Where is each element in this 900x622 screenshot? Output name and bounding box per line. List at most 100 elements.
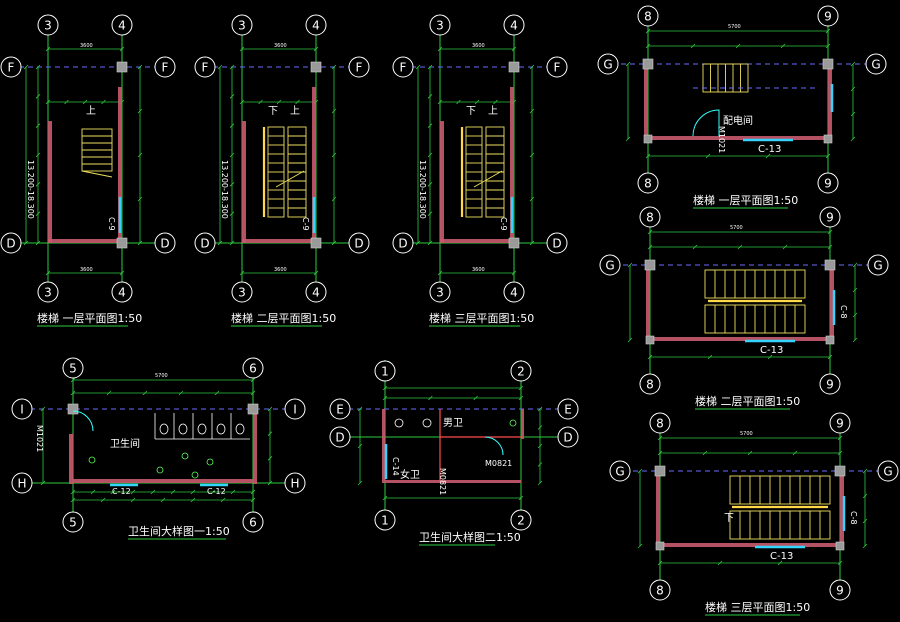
axis-bubble-8: 8 <box>637 5 659 27</box>
axis-bubble-F: F <box>0 56 22 78</box>
drawing-title: 楼梯 一层平面图1:50 <box>693 193 798 207</box>
wall-segment <box>521 409 524 439</box>
axis-bubble-3: 3 <box>231 14 253 36</box>
axis-bubble-3: 3 <box>429 281 451 303</box>
column <box>824 259 836 271</box>
room-label-female: 女卫 <box>400 468 420 481</box>
wall-segment <box>48 121 52 243</box>
axis-bubble-label: H <box>290 477 299 491</box>
wall-segment <box>118 87 122 243</box>
axis-bubble-label: D <box>200 237 209 251</box>
axis-bubble-label: 8 <box>646 211 654 225</box>
floor-drain-symbol <box>181 452 189 460</box>
axis-bubble-label: D <box>160 237 169 251</box>
column <box>642 58 654 70</box>
axis-bubble-label: G <box>883 465 892 479</box>
axis-bubble-label: 3 <box>44 286 52 300</box>
axis-bubble-5: 5 <box>62 511 84 533</box>
axis-bubble-label: 8 <box>656 584 664 598</box>
axis-bubble-label: 4 <box>312 19 320 33</box>
axis-bubble-label: 4 <box>118 286 126 300</box>
axis-bubble-G: G <box>609 460 631 482</box>
stair-1: 上 <box>81 105 113 178</box>
axis-bubble-label: 3 <box>436 286 444 300</box>
axis-bubble-label: 6 <box>249 362 257 376</box>
wall-segment <box>646 265 650 340</box>
drawing-title: 楼梯 二层平面图1:50 <box>695 394 800 408</box>
axis-bubble-label: I <box>293 403 297 417</box>
axis-bubble-3: 3 <box>37 14 59 36</box>
axis-bubble-label: 8 <box>646 378 654 392</box>
axis-bubble-label: G <box>605 259 614 273</box>
axis-bubble-D: D <box>194 232 216 254</box>
axis-bubble-E: E <box>329 398 351 420</box>
toilet-fixture <box>159 423 169 435</box>
axis-bubble-label: D <box>354 237 363 251</box>
axis-bubble-3: 3 <box>37 281 59 303</box>
axis-bubble-D: D <box>348 232 370 254</box>
axis-bubble-G: G <box>865 53 887 75</box>
wall-segment <box>648 136 828 140</box>
window-tag-2: C-12 <box>207 487 226 496</box>
dim-text: 3600 <box>274 43 287 49</box>
axis-bubble-9: 9 <box>829 579 851 601</box>
column <box>310 237 322 249</box>
axis-bubble-label: G <box>603 58 612 72</box>
axis-bubble-label: 9 <box>826 211 834 225</box>
door-swing <box>484 436 504 456</box>
axis-bubble-1: 1 <box>374 509 396 531</box>
door-tag: M1021 <box>35 425 44 452</box>
axis-bubble-label: 2 <box>517 514 525 528</box>
axis-bubble-label: D <box>398 237 407 251</box>
axis-bubble-label: 4 <box>118 19 126 33</box>
window-tag: C-13 <box>758 144 781 155</box>
axis-bubble-4: 4 <box>305 14 327 36</box>
wall-segment <box>440 239 514 243</box>
column <box>116 61 128 73</box>
window-tag: C-9 <box>499 217 508 231</box>
stair-3: 下上 <box>460 105 505 218</box>
drawing-title: 卫生间大样图二1:50 <box>419 530 521 544</box>
dim-text: 3600 <box>472 43 485 49</box>
toilet-fixture <box>422 418 432 428</box>
axis-bubble-D: D <box>0 232 22 254</box>
axis-bubble-label: E <box>336 403 344 417</box>
axis-bubble-label: 6 <box>249 516 257 530</box>
column <box>310 61 322 73</box>
column <box>116 237 128 249</box>
axis-bubble-4: 4 <box>305 281 327 303</box>
axis-bubble-label: 8 <box>656 417 664 431</box>
axis-bubble-3: 3 <box>429 14 451 36</box>
dim-text: 5700 <box>155 373 168 379</box>
floor-drain-symbol <box>88 456 96 464</box>
dim-text: 3600 <box>274 267 287 273</box>
wall-segment <box>840 471 844 546</box>
door-tag: M0821 <box>485 459 512 468</box>
door-tag: M1021 <box>717 126 726 153</box>
column <box>67 403 79 415</box>
axis-bubble-label: 3 <box>436 19 444 33</box>
wall-segment <box>69 434 73 484</box>
axis-bubble-label: 9 <box>824 177 832 191</box>
axis-bubble-label: 4 <box>312 286 320 300</box>
wall-segment <box>382 409 385 483</box>
floor-drain-symbol <box>156 466 164 474</box>
axis-bubble-2: 2 <box>510 509 532 531</box>
dim-text: 3600 <box>80 43 93 49</box>
axis-bubble-label: G <box>615 465 624 479</box>
down-label: 下 <box>724 513 734 524</box>
axis-bubble-label: F <box>202 61 209 75</box>
axis-bubble-4: 4 <box>503 14 525 36</box>
axis-bubble-label: 9 <box>824 10 832 24</box>
window-tag: C-13 <box>770 551 793 562</box>
column <box>645 335 655 345</box>
axis-bubble-9: 9 <box>819 373 841 395</box>
down-label: 下 <box>466 106 476 117</box>
dim-text: 3600 <box>80 267 93 273</box>
wall-segment <box>242 239 316 243</box>
column <box>823 134 833 144</box>
axis-bubble-6: 6 <box>242 511 264 533</box>
door-swing <box>72 410 94 432</box>
